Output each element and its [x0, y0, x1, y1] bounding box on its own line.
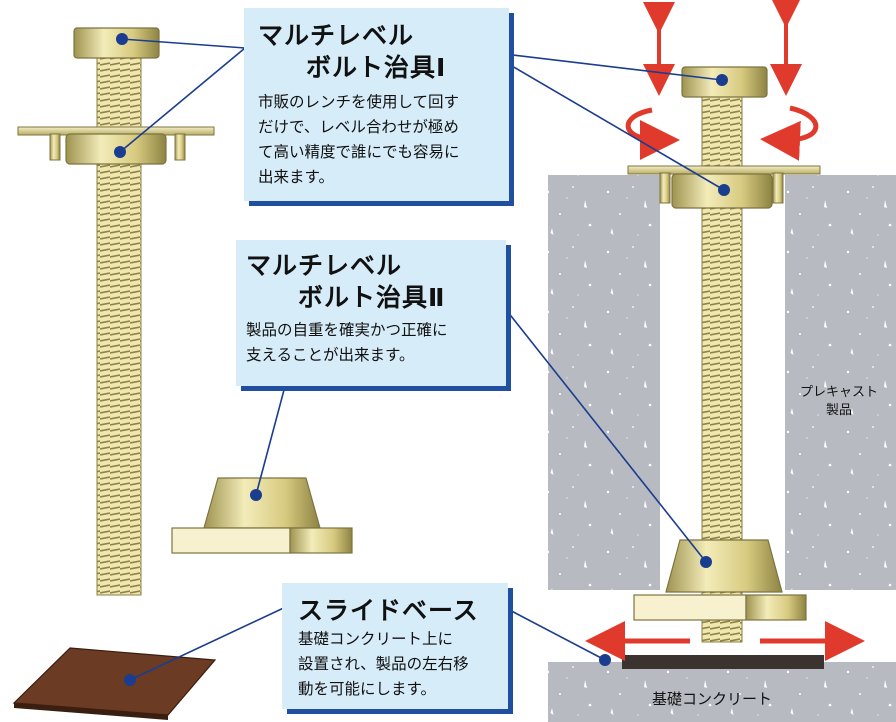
callout-jig1-body: 市販のレンチを使用して回す だけで、レベル合わせが極め て高い精度で誰にでも容易… — [258, 90, 460, 190]
slide-base-plate — [12, 647, 217, 720]
callout-slide-base-line: 基礎コンクリート上に — [298, 630, 454, 648]
precast-label-1: プレキャスト — [800, 385, 879, 400]
callout-jig2-line: 製品の自重を確実かつ正確に — [246, 321, 448, 339]
callout-jig1-line: だけで、レベル合わせが極め — [258, 118, 459, 136]
callout-slide-base-title: スライドベース — [298, 596, 479, 625]
precast-label-2: 製品 — [826, 403, 853, 418]
callout-jig2-title1: マルチレベル — [246, 251, 403, 280]
callout-slide-base-line: 設置され、製品の左右移 — [298, 655, 469, 673]
leader-dots — [114, 33, 730, 686]
adjust-arrows — [585, 0, 865, 661]
callout-slide-base: スライドベース 基礎コンクリート上に 設置され、製品の左右移 動を可能にします。 — [282, 583, 508, 709]
foundation-concrete — [548, 662, 896, 722]
callout-slide-base-body: 基礎コンクリート上に 設置され、製品の左右移 動を可能にします。 — [298, 627, 469, 702]
callout-jig2: マルチレベル ボルト治具Ⅱ 製品の自重を確実かつ正確に 支えることが出来ます。 — [236, 240, 506, 386]
right-bolt — [622, 66, 824, 669]
callout-jig1-line: て高い精度で誰にでも容易に — [258, 143, 460, 161]
callout-jig2-body: 製品の自重を確実かつ正確に 支えることが出来ます。 — [246, 318, 448, 368]
callout-jig1-title1: マルチレベル — [258, 21, 415, 50]
callout-jig2-line: 支えることが出来ます。 — [246, 346, 415, 364]
leader-lines — [119, 38, 725, 681]
callout-slide-base-line: 動を可能にします。 — [298, 680, 436, 698]
callout-jig1-line: 市販のレンチを使用して回す — [258, 93, 460, 111]
jig2-part — [171, 477, 353, 554]
callout-jig2-title2: ボルト治具Ⅱ — [298, 283, 446, 312]
foundation-label: 基礎コンクリート — [652, 690, 773, 708]
precast-concrete — [548, 175, 896, 590]
callout-jig1-title2: ボルト治具Ⅰ — [306, 53, 447, 82]
callout-jig1-line: 出来ます。 — [258, 168, 334, 186]
callout-jig1: マルチレベル ボルト治具Ⅰ 市販のレンチを使用して回す だけで、レベル合わせが極… — [244, 8, 509, 201]
left-bolt — [17, 27, 215, 596]
